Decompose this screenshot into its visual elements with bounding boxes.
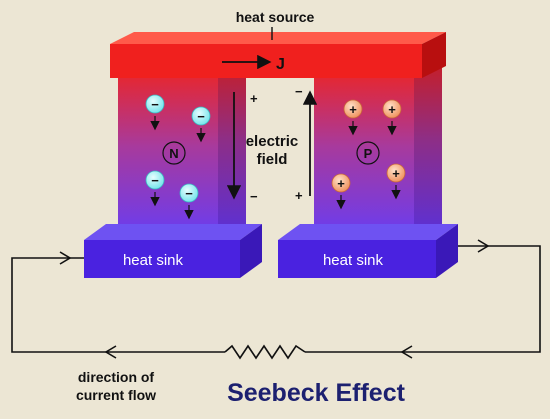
wire-arrow-icon — [59, 251, 72, 265]
electron-sign: − — [197, 109, 205, 124]
current-density-label: J — [276, 56, 285, 73]
electron-carriers: − − − − — [145, 94, 211, 220]
n-leg-label: N — [169, 146, 178, 161]
field-sign-right-bottom: + — [295, 188, 303, 203]
hole-sign: + — [337, 176, 345, 191]
hole-carriers: + + + + — [331, 99, 406, 210]
electron-sign: − — [151, 173, 159, 188]
electric-field-label-line2: field — [257, 151, 288, 168]
current-direction-line1: direction of — [78, 369, 155, 385]
electron-icon: − — [191, 106, 211, 143]
hole-icon: + — [343, 99, 363, 136]
heat-sink-right-label: heat sink — [323, 252, 384, 269]
current-direction-line2: current flow — [76, 387, 156, 403]
electron-sign: − — [185, 186, 193, 201]
hole-sign: + — [388, 102, 396, 117]
circuit-wire — [11, 239, 541, 359]
wire-arrow-icon — [104, 345, 117, 359]
heat-sink-left — [84, 224, 262, 278]
wire-arrow-icon — [400, 345, 413, 359]
hole-icon: + — [331, 173, 351, 210]
electron-icon: − — [145, 170, 165, 207]
heat-source-label: heat source — [236, 9, 315, 25]
p-leg-label: P — [364, 146, 373, 161]
electron-sign: − — [151, 97, 159, 112]
n-label-circle — [162, 141, 186, 165]
n-type-leg — [118, 60, 246, 236]
p-label-circle — [356, 141, 380, 165]
field-sign-left-bottom: − — [250, 189, 258, 204]
hole-icon: + — [386, 163, 406, 200]
heat-sink-left-label: heat sink — [123, 252, 184, 269]
electron-icon: − — [179, 183, 199, 220]
field-sign-left-top: + — [250, 91, 258, 106]
hole-sign: + — [349, 102, 357, 117]
resistor-icon — [224, 344, 306, 360]
hole-icon: + — [382, 99, 402, 136]
wire-arrow-icon — [477, 239, 490, 253]
field-sign-right-top: − — [295, 84, 303, 99]
heat-sink-right — [278, 224, 458, 278]
diagram-title: Seebeck Effect — [227, 379, 406, 407]
electric-field-label-line1: electric — [246, 133, 299, 150]
electron-icon: − — [145, 94, 165, 131]
hole-sign: + — [392, 166, 400, 181]
